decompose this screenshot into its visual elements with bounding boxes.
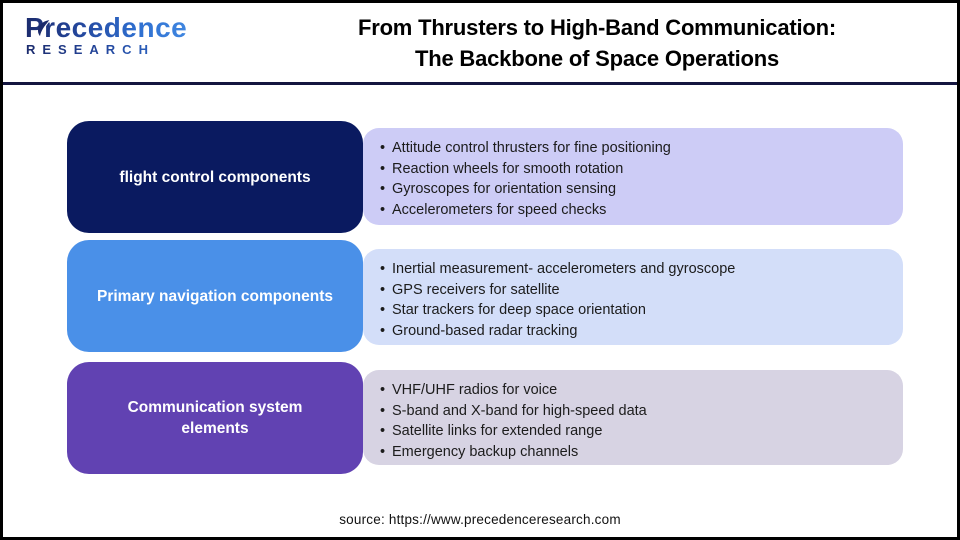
bullet-item: Ground-based radar tracking (377, 321, 889, 342)
header: Precedence RESEARCH From Thrusters to Hi… (3, 3, 957, 85)
logo-brand-text: Precedence (25, 12, 188, 43)
bullet-item: Emergency backup channels (377, 442, 889, 463)
category-label: Communication system elements (127, 399, 303, 437)
bullet-item: Satellite links for extended range (377, 421, 889, 442)
page-title-line2: The Backbone of Space Operations (414, 46, 780, 71)
bullet-item: Accelerometers for speed checks (377, 200, 889, 221)
bullet-item: Attitude control thrusters for fine posi… (377, 138, 889, 159)
bullet-item: Gyroscopes for orientation sensing (377, 179, 889, 200)
bullet-list: Attitude control thrusters for fine posi… (377, 138, 889, 220)
bullet-list: Inertial measurement- accelerometers and… (377, 259, 889, 341)
page-title: From Thrusters to High-Band Communicatio… (255, 12, 939, 74)
category-box-primary-navigation: Primary navigation components (67, 240, 363, 352)
logo-sub-text: RESEARCH (23, 43, 223, 56)
category-box-communication-system: Communication system elements (67, 362, 363, 474)
precedence-logo: Precedence RESEARCH (23, 12, 223, 57)
bullet-item: VHF/UHF radios for voice (377, 380, 889, 401)
detail-panel-primary-navigation: Inertial measurement- accelerometers and… (363, 249, 903, 345)
detail-panel-flight-control: Attitude control thrusters for fine posi… (363, 128, 903, 225)
bullet-item: Inertial measurement- accelerometers and… (377, 259, 889, 280)
page-title-line1: From Thrusters to High-Band Communicatio… (357, 15, 837, 40)
bullet-item: GPS receivers for satellite (377, 280, 889, 301)
bullet-item: Star trackers for deep space orientation (377, 300, 889, 321)
bullet-list: VHF/UHF radios for voice S-band and X-ba… (377, 380, 889, 462)
bullet-item: Reaction wheels for smooth rotation (377, 159, 889, 180)
category-label: flight control components (119, 168, 311, 186)
source-text: source: https://www.precedenceresearch.c… (339, 512, 621, 527)
bullet-item: S-band and X-band for high-speed data (377, 401, 889, 422)
detail-panel-communication-system: VHF/UHF radios for voice S-band and X-ba… (363, 370, 903, 465)
category-box-flight-control: flight control components (67, 121, 363, 233)
category-label: Primary navigation components (97, 287, 333, 305)
